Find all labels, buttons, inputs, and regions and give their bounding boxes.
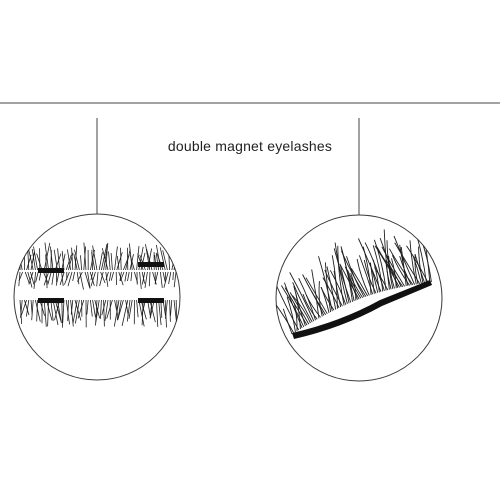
left-bottom-magnet-2 [138, 298, 164, 303]
caption-text: double magnet eyelashes [167, 138, 333, 154]
left-bottom-magnet [38, 298, 64, 303]
right-lash-band [292, 280, 432, 339]
left-closeup-circle [13, 213, 181, 381]
right-lash-strip [276, 229, 432, 339]
left-top-magnet [38, 268, 64, 273]
left-top-magnet-2 [138, 262, 164, 267]
